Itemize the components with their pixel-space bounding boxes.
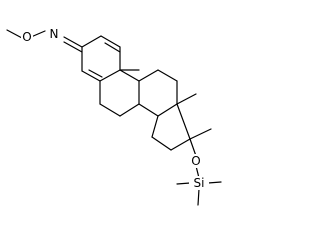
atom-labels: O N O Si [21,27,209,190]
chemical-structure: O N O Si [6,27,222,206]
silicon-label: Si [194,176,205,190]
oxime-nitrogen-label: N [50,27,59,41]
methoxy-oxygen-label: O [22,30,31,44]
silyl-ether-oxygen-label: O [191,154,200,168]
bond-lines [6,29,222,206]
